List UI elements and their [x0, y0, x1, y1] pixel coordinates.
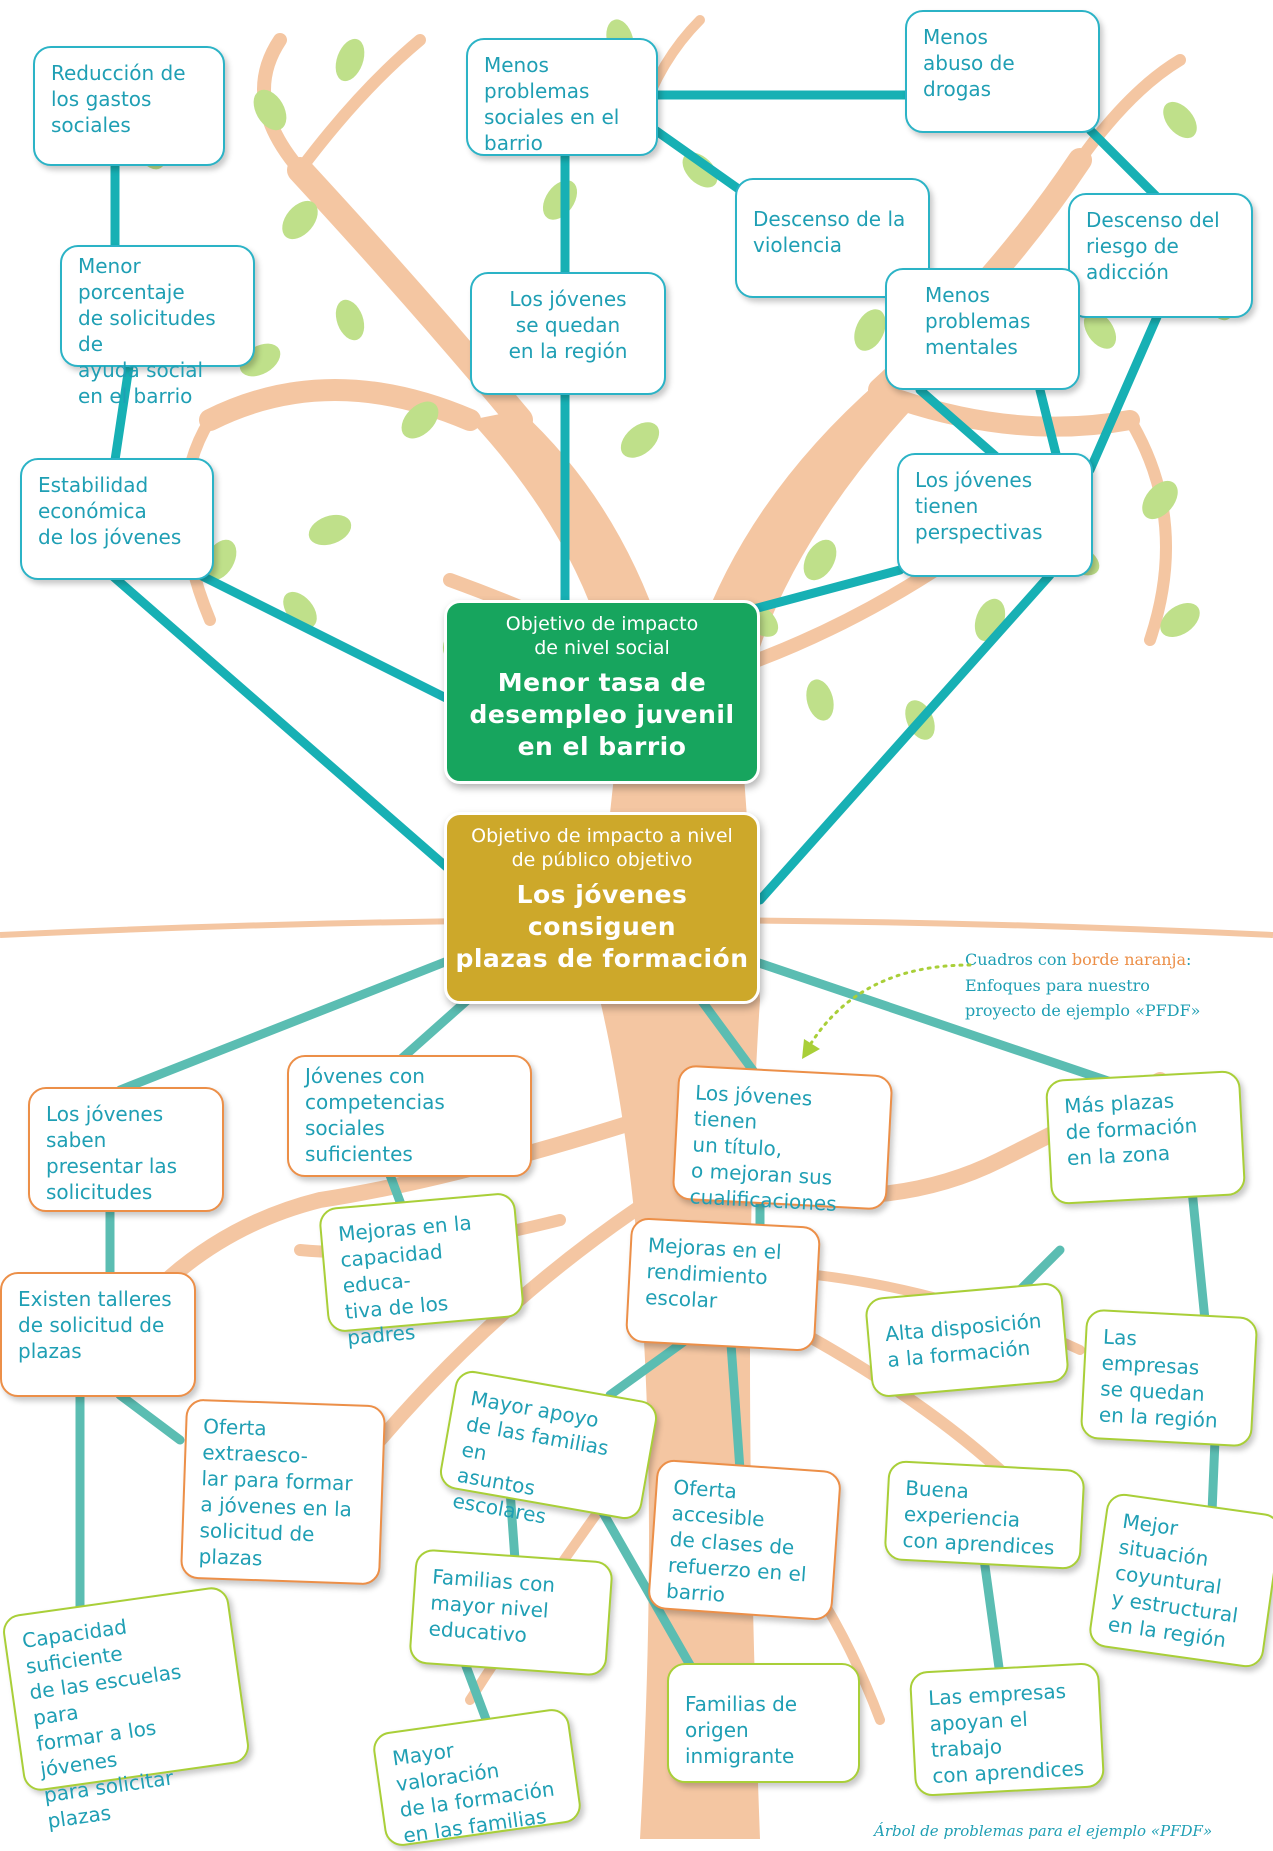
callout-arrow-icon — [802, 963, 972, 1059]
node-menos-problemas-mentales: Menos problemas mentales — [885, 268, 1080, 390]
node-mejor-situacion-coyuntural: Mejor situación coyuntural y estructural… — [1087, 1491, 1273, 1670]
node-oferta-clases-refuerzo: Oferta accesible de clases de refuerzo e… — [646, 1458, 843, 1622]
node-menor-porcentaje-ayuda-social: Menor porcentaje de solicitudes de ayuda… — [60, 245, 255, 408]
callout-line2: Enfoques para nuestro — [965, 975, 1150, 995]
node-buena-experiencia-aprendices: Buena experiencia con aprendices — [883, 1459, 1086, 1571]
node-descenso-riesgo-adiccion: Descenso del riesgo de adicción — [1068, 193, 1253, 318]
node-menos-problemas-sociales: Menos problemas sociales en el barrio — [466, 38, 658, 156]
node-empresas-apoyan-aprendices: Las empresas apoyan el trabajo con apren… — [908, 1662, 1106, 1797]
node-jovenes-quedan-region: Los jóvenes se quedan en la región — [470, 272, 666, 395]
node-familias-origen-inmigrante: Familias de origen inmigrante — [667, 1663, 860, 1783]
node-estabilidad-economica: Estabilidad económica de los jóvenes — [20, 458, 214, 580]
node-jovenes-perspectivas: Los jóvenes tienen perspectivas — [897, 453, 1093, 577]
callout-highlight: borde naranja — [1071, 950, 1187, 969]
legend-callout: Cuadros con borde naranja: Enfoques para… — [965, 947, 1205, 1024]
node-mas-plazas-formacion: Más plazas de formación en la zona — [1044, 1069, 1247, 1206]
callout-prefix: Cuadros con — [965, 950, 1072, 969]
callout-line3: proyecto de ejemplo «PFDF» — [965, 1001, 1201, 1021]
node-existen-talleres: Existen talleres de solicitud de plazas — [0, 1272, 196, 1397]
node-empresas-quedan-region: Las empresas se quedan en la región — [1079, 1308, 1259, 1448]
node-menos-abuso-drogas: Menos abuso de drogas — [905, 10, 1100, 133]
node-mejoras-rendimiento-escolar: Mejoras en el rendimiento escolar — [624, 1217, 822, 1352]
node-jovenes-saben-presentar: Los jóvenes saben presentar las solicitu… — [28, 1087, 224, 1212]
node-reduccion-gastos: Reducción de los gastos sociales — [33, 46, 225, 166]
node-capacidad-escuelas: Capacidad suficiente de las escuelas par… — [0, 1585, 252, 1833]
figure-caption: Árbol de problemas para el ejemplo «PFDF… — [874, 1822, 1213, 1840]
node-mejoras-capacidad-padres: Mejoras en la capacidad educa- tiva de l… — [317, 1191, 526, 1350]
node-jovenes-titulo: Los jóvenes tienen un título, o mejoran … — [671, 1064, 894, 1216]
node-jovenes-competencias-sociales: Jóvenes con competencias sociales sufici… — [287, 1055, 532, 1177]
goal-social-title: Menor tasa de desempleo juvenil en el ba… — [469, 667, 735, 761]
callout-suffix: : — [1186, 950, 1192, 969]
node-alta-disposicion: Alta disposición a la formación — [864, 1281, 1070, 1399]
goal-social-label: Objetivo de impacto de nivel social — [505, 613, 699, 659]
node-oferta-extraescolar: Oferta extraesco- lar para formar a jóve… — [179, 1398, 387, 1586]
goal-target-title: Los jóvenes consiguen plazas de formació… — [455, 879, 749, 973]
goal-target-label: Objetivo de impacto a nivel de público o… — [471, 825, 733, 871]
goal-target-group-impact: Objetivo de impacto a nivel de público o… — [444, 812, 760, 1004]
goal-social-impact: Objetivo de impacto de nivel social Meno… — [444, 600, 760, 784]
node-familias-mayor-nivel: Familias con mayor nivel educativo — [408, 1548, 614, 1677]
